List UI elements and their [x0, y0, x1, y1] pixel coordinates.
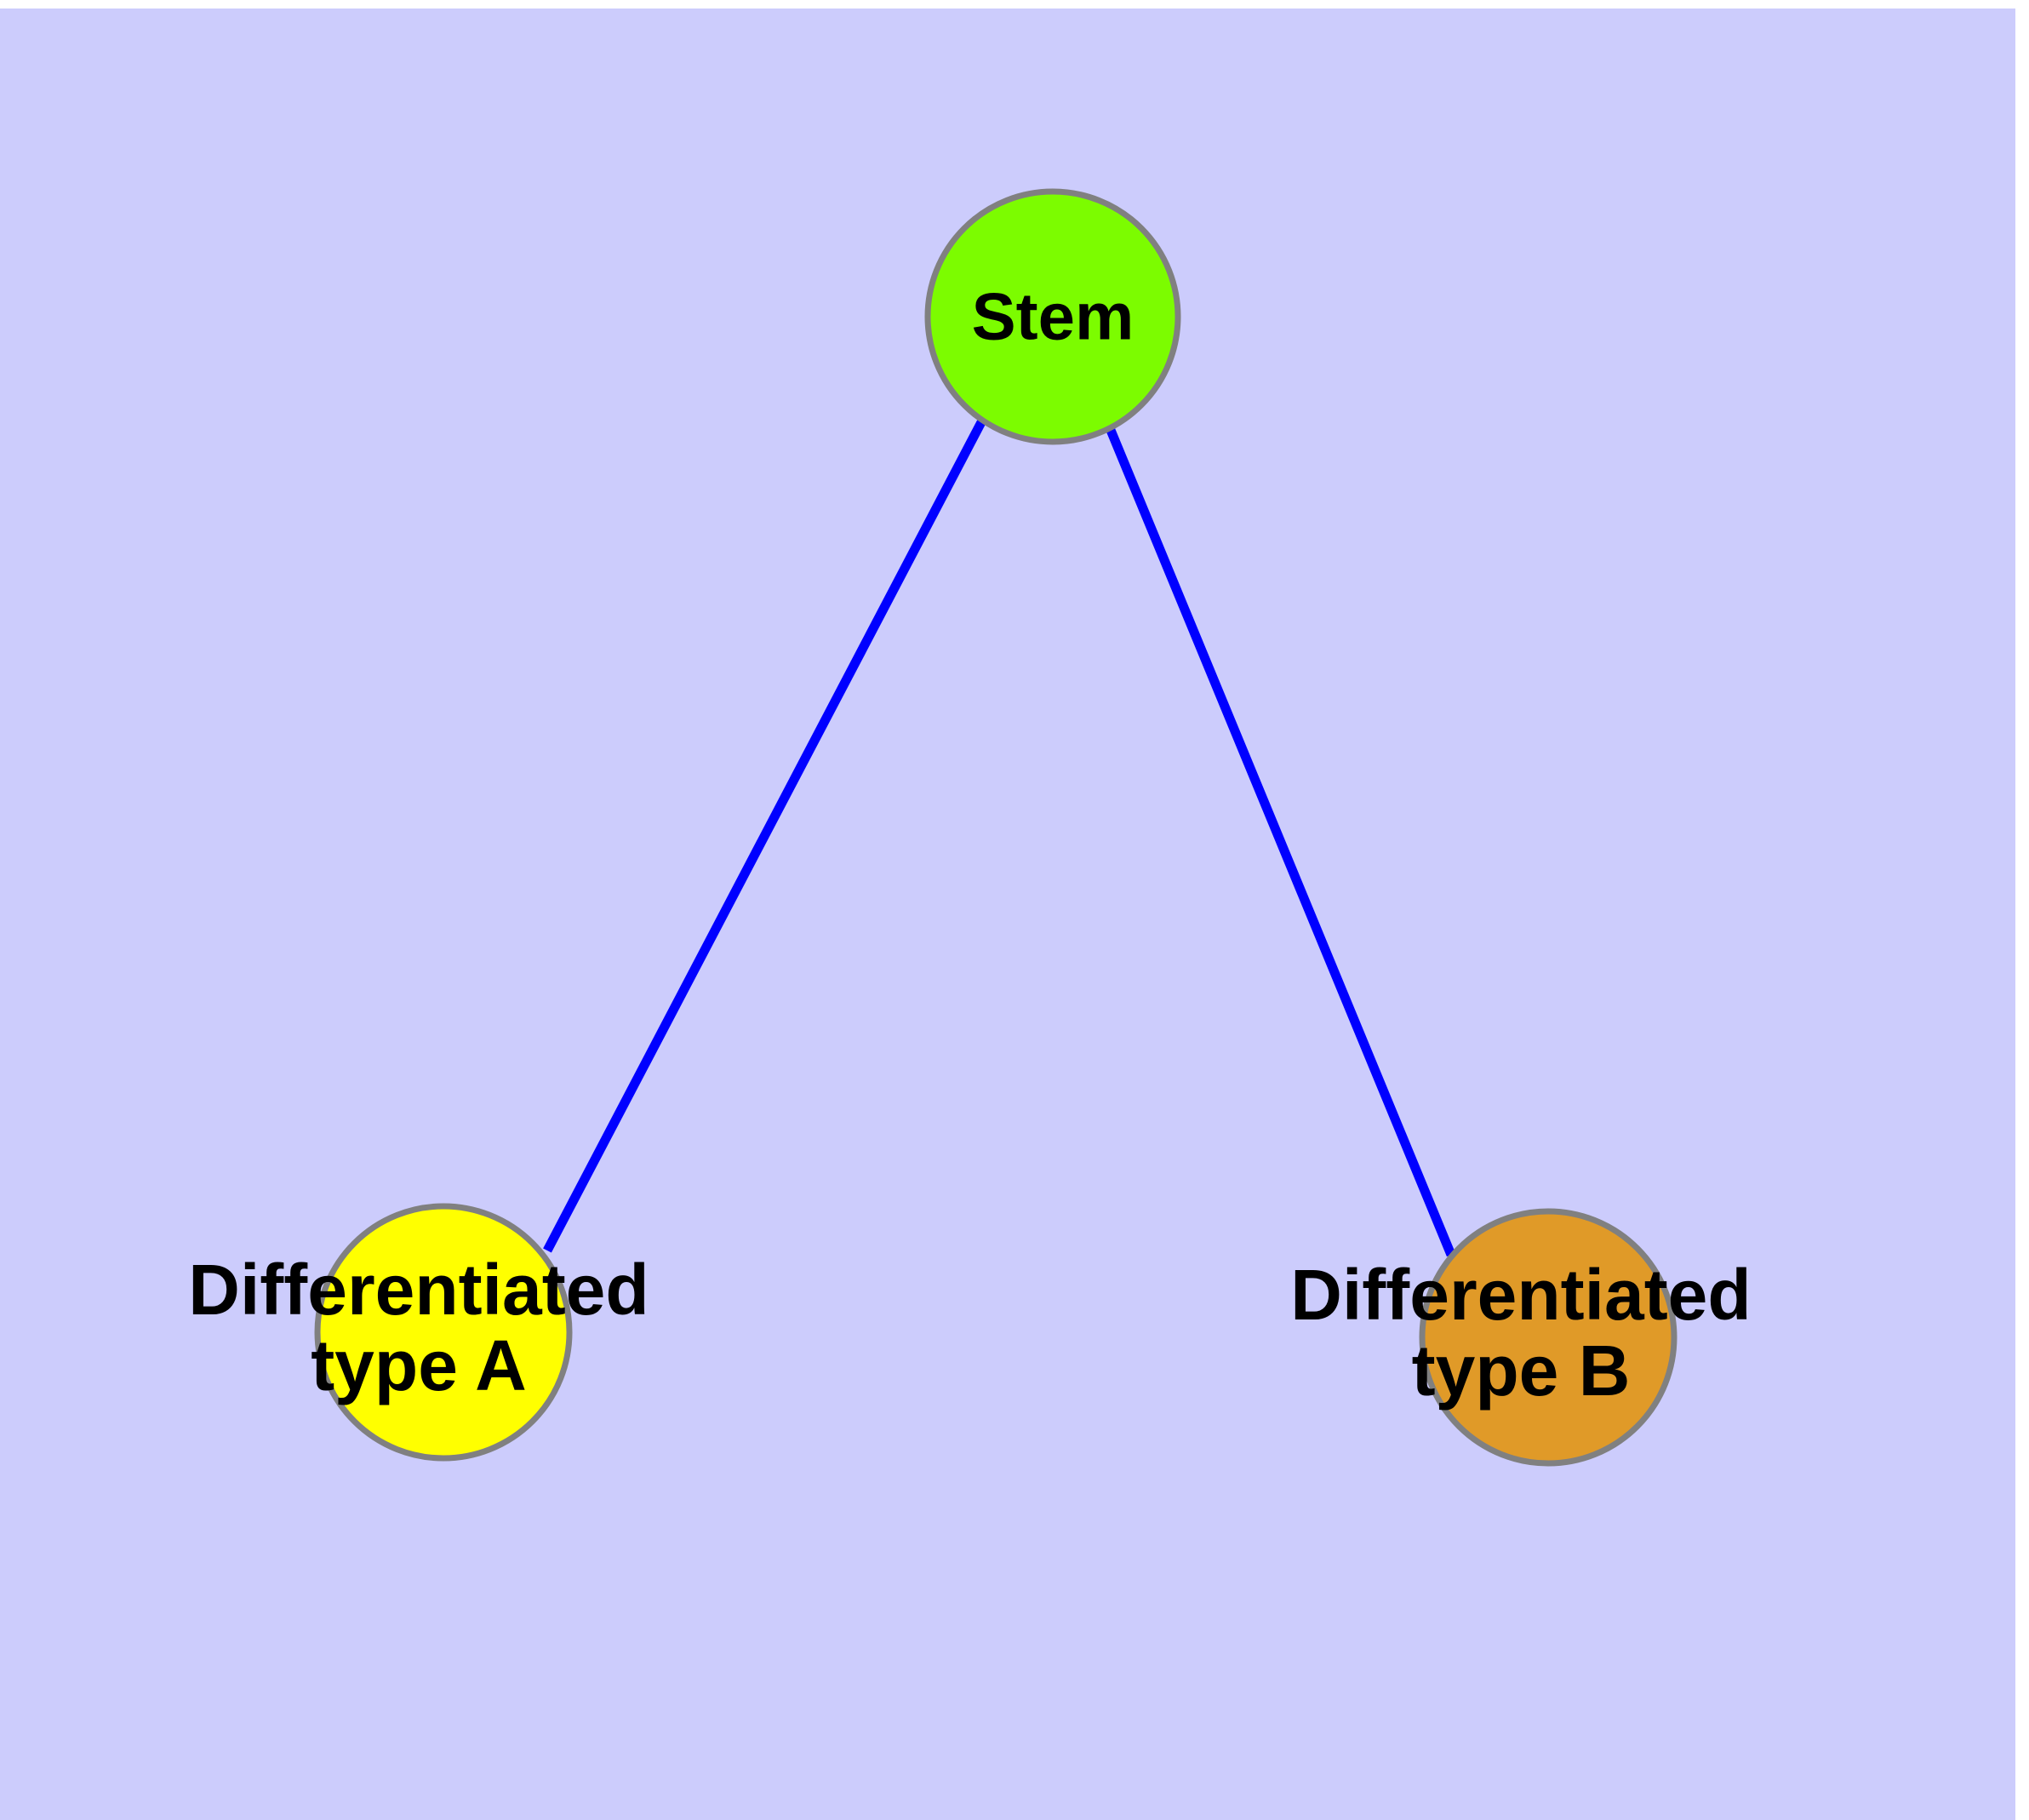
edge-layer: [543, 420, 1456, 1257]
node-differentiated-type-b[interactable]: [1419, 1208, 1677, 1467]
node-differentiated-type-a[interactable]: [314, 1203, 573, 1462]
node-stem[interactable]: [924, 188, 1181, 445]
node-layer: [314, 188, 1677, 1467]
edge-stem-to-diff-b[interactable]: [1103, 421, 1456, 1257]
edge-stem-to-diff-a[interactable]: [543, 420, 986, 1253]
